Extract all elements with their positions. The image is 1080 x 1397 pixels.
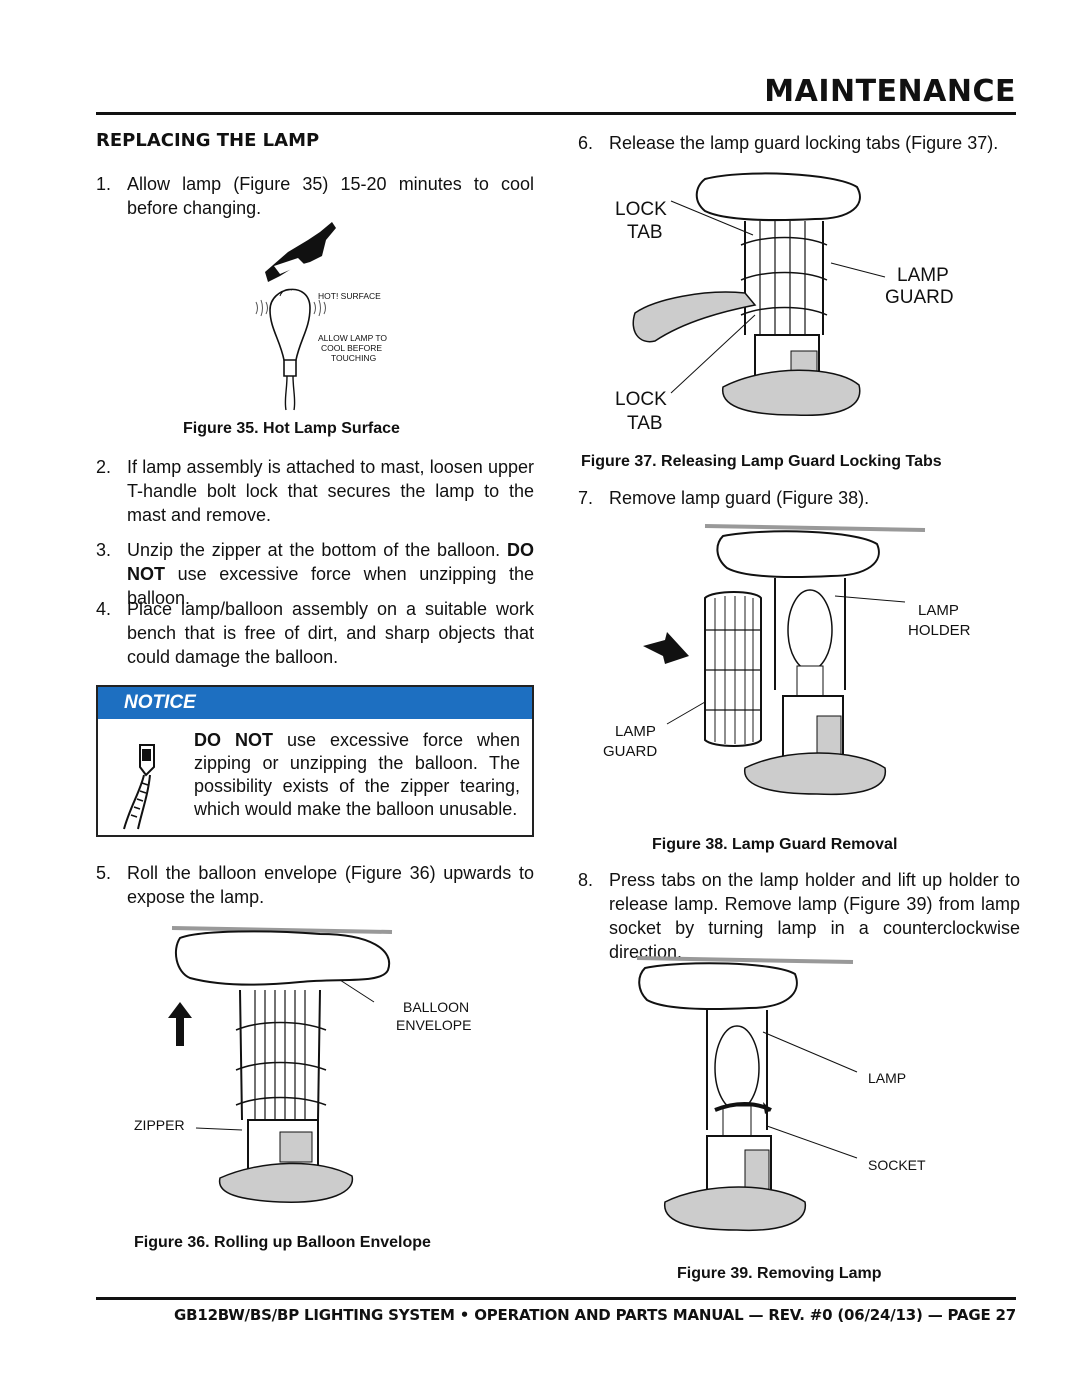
step-text: Roll the balloon envelope (Figure 36) up… [127, 863, 534, 907]
notice-box: NOTICE DO NOT use excessive force when z… [96, 685, 534, 837]
label-tab-1: TAB [627, 222, 663, 243]
label-cool-before: COOL BEFORE [321, 343, 382, 353]
label-envelope: ENVELOPE [396, 1017, 471, 1033]
step-number: 1. [96, 174, 112, 194]
step-text: If lamp assembly is attached to mast, lo… [127, 457, 534, 525]
figure-39-removing-lamp: LAMP SOCKET [636, 956, 926, 1232]
label-lamp-holder-1: LAMP [918, 602, 959, 619]
label-hot-surface: HOT! SURFACE [318, 291, 381, 301]
label-lamp-guard-1: LAMP [615, 723, 656, 740]
figure-35-hot-lamp: HOT! SURFACE ALLOW LAMP TO COOL BEFORE T… [255, 222, 387, 411]
label-lamp: LAMP [897, 265, 949, 286]
notice-bold: DO NOT [194, 730, 273, 750]
label-lamp-holder-2: HOLDER [908, 622, 971, 639]
step-number: 2. [96, 457, 112, 477]
label-allow-lamp: ALLOW LAMP TO [318, 333, 387, 343]
figure-36-balloon: BALLOON ENVELOPE ZIPPER [134, 926, 471, 1203]
step-text: Release the lamp guard locking tabs (Fig… [609, 133, 999, 153]
figure-38-caption: Figure 38. Lamp Guard Removal [652, 836, 898, 853]
label-touching: TOUCHING [331, 353, 376, 363]
step-5: 5. Roll the balloon envelope (Figure 36)… [96, 861, 534, 909]
step-text: Remove lamp guard (Figure 38). [609, 488, 870, 508]
step-number: 5. [96, 863, 112, 883]
label-socket: SOCKET [868, 1157, 926, 1173]
step-3: 3. Unzip the zipper at the bottom of the… [96, 538, 534, 610]
step-6: 6. Release the lamp guard locking tabs (… [578, 131, 1020, 155]
step-number: 8. [578, 870, 594, 890]
label-lamp: LAMP [868, 1070, 906, 1086]
step-number: 7. [578, 488, 594, 508]
zipper-icon [123, 744, 155, 830]
step-text-bold: DO NOT [127, 540, 534, 584]
step-text-a: Unzip the zipper at the bottom of the ba… [127, 540, 501, 560]
figure-35-caption: Figure 35. Hot Lamp Surface [183, 420, 400, 437]
footer-rule [96, 1297, 1016, 1300]
figure-38-guard-removal: LAMP HOLDER LAMP GUARD [603, 524, 971, 796]
label-lamp-guard-2: GUARD [603, 743, 657, 760]
step-1: 1. Allow lamp (Figure 35) 15-20 minutes … [96, 172, 534, 220]
step-number: 4. [96, 599, 112, 619]
figure-36-caption: Figure 36. Rolling up Balloon Envelope [134, 1234, 431, 1251]
step-number: 6. [578, 133, 594, 153]
figure-37-lock-tabs: LOCK TAB LAMP GUARD LOCK TAB [615, 172, 954, 434]
label-guard: GUARD [885, 287, 954, 308]
step-2: 2. If lamp assembly is attached to mast,… [96, 455, 534, 527]
step-text: Press tabs on the lamp holder and lift u… [609, 870, 1020, 962]
label-tab-2: TAB [627, 413, 663, 434]
label-lock-2: LOCK [615, 389, 667, 410]
notice-body: use excessive force when zipping or unzi… [194, 730, 520, 819]
notice-header: NOTICE [98, 687, 532, 719]
label-balloon: BALLOON [403, 999, 469, 1015]
step-7: 7. Remove lamp guard (Figure 38). [578, 486, 1020, 510]
step-4: 4. Place lamp/balloon assembly on a suit… [96, 597, 534, 669]
step-text: Place lamp/balloon assembly on a suitabl… [127, 599, 534, 667]
header-rule [96, 112, 1016, 115]
section-heading: REPLACING THE LAMP [96, 130, 320, 151]
figure-39-caption: Figure 39. Removing Lamp [677, 1265, 882, 1282]
step-text-b: use excessive force when unzipping the b… [127, 564, 534, 608]
step-text: Unzip the zipper at the bottom of the ba… [127, 538, 534, 610]
page-footer: GB12BW/BS/BP LIGHTING SYSTEM • OPERATION… [173, 1306, 1016, 1324]
page-section-title: MAINTENANCE [764, 74, 1016, 109]
step-number: 3. [96, 540, 112, 560]
step-text: Allow lamp (Figure 35) 15-20 minutes to … [127, 174, 534, 218]
label-lock-1: LOCK [615, 199, 667, 220]
step-8: 8. Press tabs on the lamp holder and lif… [578, 868, 1020, 964]
notice-label: NOTICE [124, 692, 196, 713]
figure-37-caption: Figure 37. Releasing Lamp Guard Locking … [581, 453, 942, 470]
label-zipper: ZIPPER [134, 1117, 185, 1133]
notice-text: DO NOT use excessive force when zipping … [194, 729, 520, 821]
